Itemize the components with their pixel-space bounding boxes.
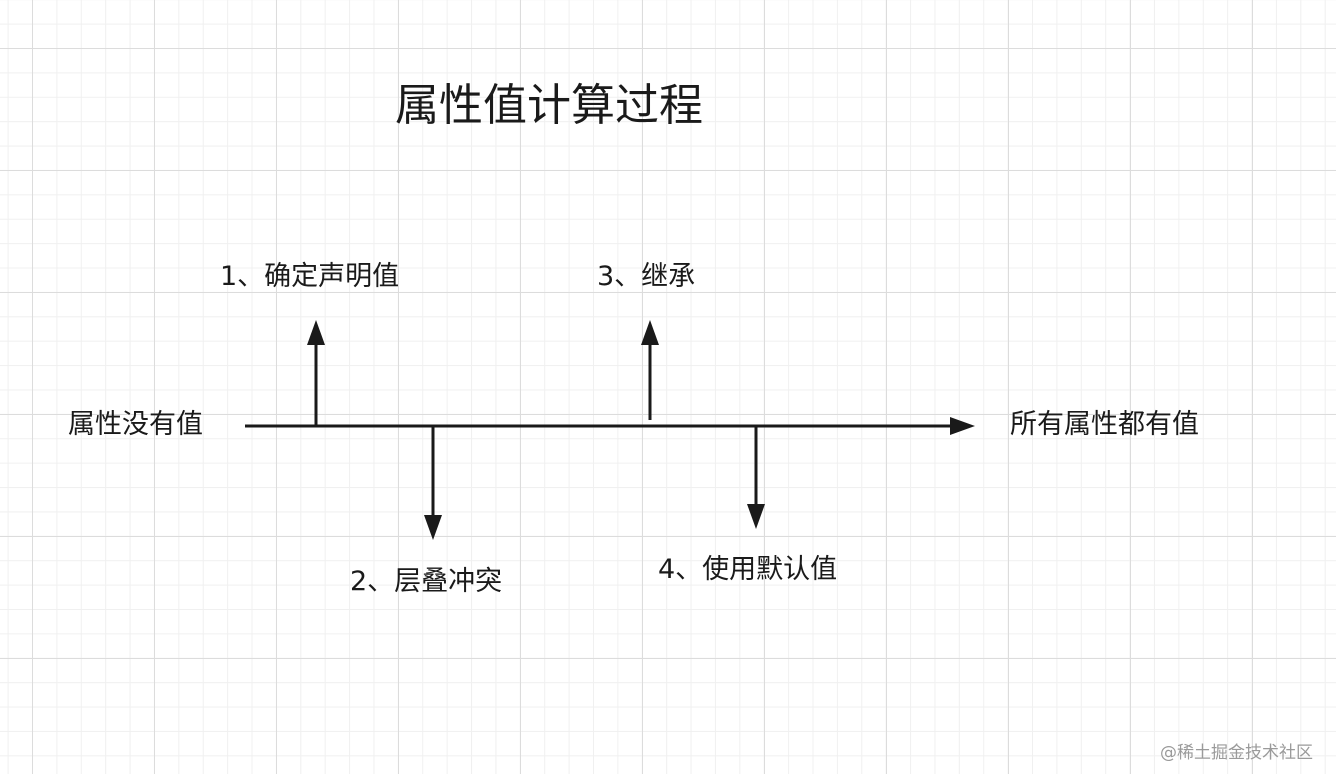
step2-arrow bbox=[424, 426, 442, 540]
end-state-label: 所有属性都有值 bbox=[1010, 409, 1199, 440]
step1-arrowhead bbox=[307, 320, 325, 345]
step3-arrowhead bbox=[641, 320, 659, 345]
step3-arrow bbox=[641, 320, 659, 420]
step-label-determine-declared: 1、确定声明值 bbox=[220, 261, 400, 292]
start-state-label: 属性没有值 bbox=[68, 409, 203, 440]
timeline bbox=[245, 417, 975, 435]
watermark: @稀土掘金技术社区 bbox=[1160, 743, 1313, 763]
step-label-cascade-conflict: 2、层叠冲突 bbox=[350, 566, 503, 597]
step4-arrow bbox=[747, 426, 765, 529]
timeline-arrowhead bbox=[950, 417, 975, 435]
step-label-default-value: 4、使用默认值 bbox=[658, 554, 838, 585]
step-label-inheritance: 3、继承 bbox=[597, 261, 696, 292]
step1-arrow bbox=[307, 320, 325, 426]
step2-arrowhead bbox=[424, 515, 442, 540]
diagram-title: 属性值计算过程 bbox=[395, 80, 703, 131]
step4-arrowhead bbox=[747, 504, 765, 529]
